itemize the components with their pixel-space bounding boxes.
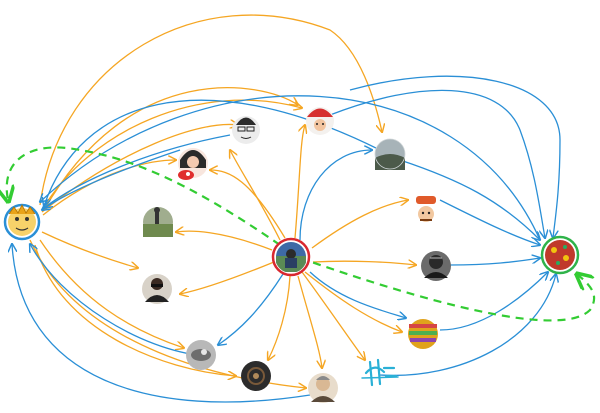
bw-portrait-node[interactable] [421,251,451,281]
glasses-man-node[interactable] [232,116,260,144]
edge [42,160,176,216]
dark-person-node[interactable] [142,274,172,304]
edge [309,271,406,318]
edge [39,239,184,348]
signature-node[interactable] [361,358,399,387]
dark-circle-node[interactable] [241,361,271,391]
edge [39,14,382,206]
edge [379,274,556,377]
edge [12,244,311,403]
edge [449,258,540,266]
edge [44,134,231,208]
red-cap-node[interactable] [306,107,334,135]
edge [311,200,408,249]
weibo-girl-node[interactable] [178,148,208,180]
edge [439,272,548,331]
edge [30,244,206,357]
orange-edges [29,14,416,388]
edge [329,89,545,238]
edge [34,244,236,376]
field-node[interactable] [143,207,173,237]
chef-node[interactable] [411,195,441,225]
right-hub-node[interactable] [540,235,580,275]
colorful-node[interactable] [408,319,438,349]
edge [439,199,540,245]
grey-blur-node[interactable] [186,340,216,370]
center-hub-node[interactable] [271,237,311,277]
edge [297,275,322,368]
nodes [3,107,580,403]
edge [218,273,284,345]
edge [180,261,275,294]
edge [294,125,305,239]
edge [40,95,541,241]
left-hub-node[interactable] [3,203,41,241]
edge [268,275,291,360]
edge [176,231,273,251]
edge [312,261,416,265]
edge [230,150,281,241]
edge [29,239,306,388]
blue-edges [12,75,561,403]
edge [299,150,372,241]
edge [399,159,540,240]
edge [299,256,596,322]
green-dashed-edges [7,146,596,322]
edge [41,231,138,268]
edge [349,75,561,238]
edge [7,146,281,246]
elder-node[interactable] [308,373,338,403]
edge [210,170,286,239]
edge [41,99,302,211]
edge [304,271,402,332]
landscape-top-node[interactable] [374,138,406,170]
edge [301,271,365,360]
